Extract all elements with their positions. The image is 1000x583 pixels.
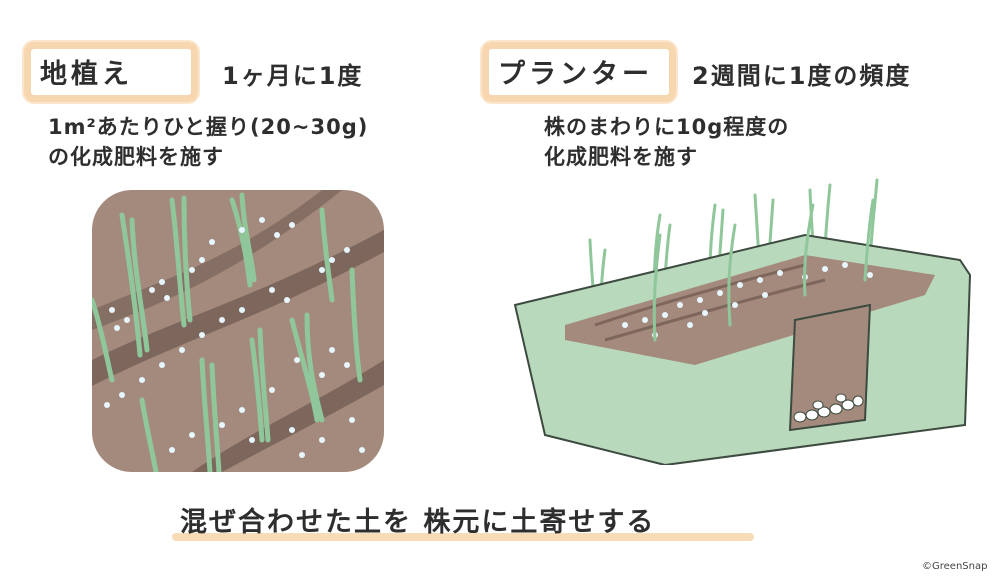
- right-instruction-line2: 化成肥料を施す: [544, 145, 698, 169]
- right-label: プランター: [498, 59, 653, 90]
- right-frequency: 2週間に1度の頻度: [692, 62, 912, 90]
- copyright: ©GreenSnap: [922, 561, 988, 572]
- left-label: 地植え: [40, 59, 133, 90]
- left-frequency: 1ヶ月に1度: [222, 62, 364, 90]
- right-instruction-line1: 株のまわりに10g程度の: [544, 115, 790, 139]
- left-instruction-line1: 1m²あたりひと握り(20~30g): [48, 115, 369, 139]
- left-label-box: [24, 42, 198, 102]
- field-soil-illustration: [92, 190, 384, 472]
- planter-illustration: [505, 165, 985, 467]
- right-label-box: [482, 42, 676, 102]
- bottom-caption: 混ぜ合わせた土を 株元に土寄せする: [180, 507, 656, 538]
- left-instruction-line2: の化成肥料を施す: [48, 145, 224, 169]
- caption-underline: [172, 533, 754, 541]
